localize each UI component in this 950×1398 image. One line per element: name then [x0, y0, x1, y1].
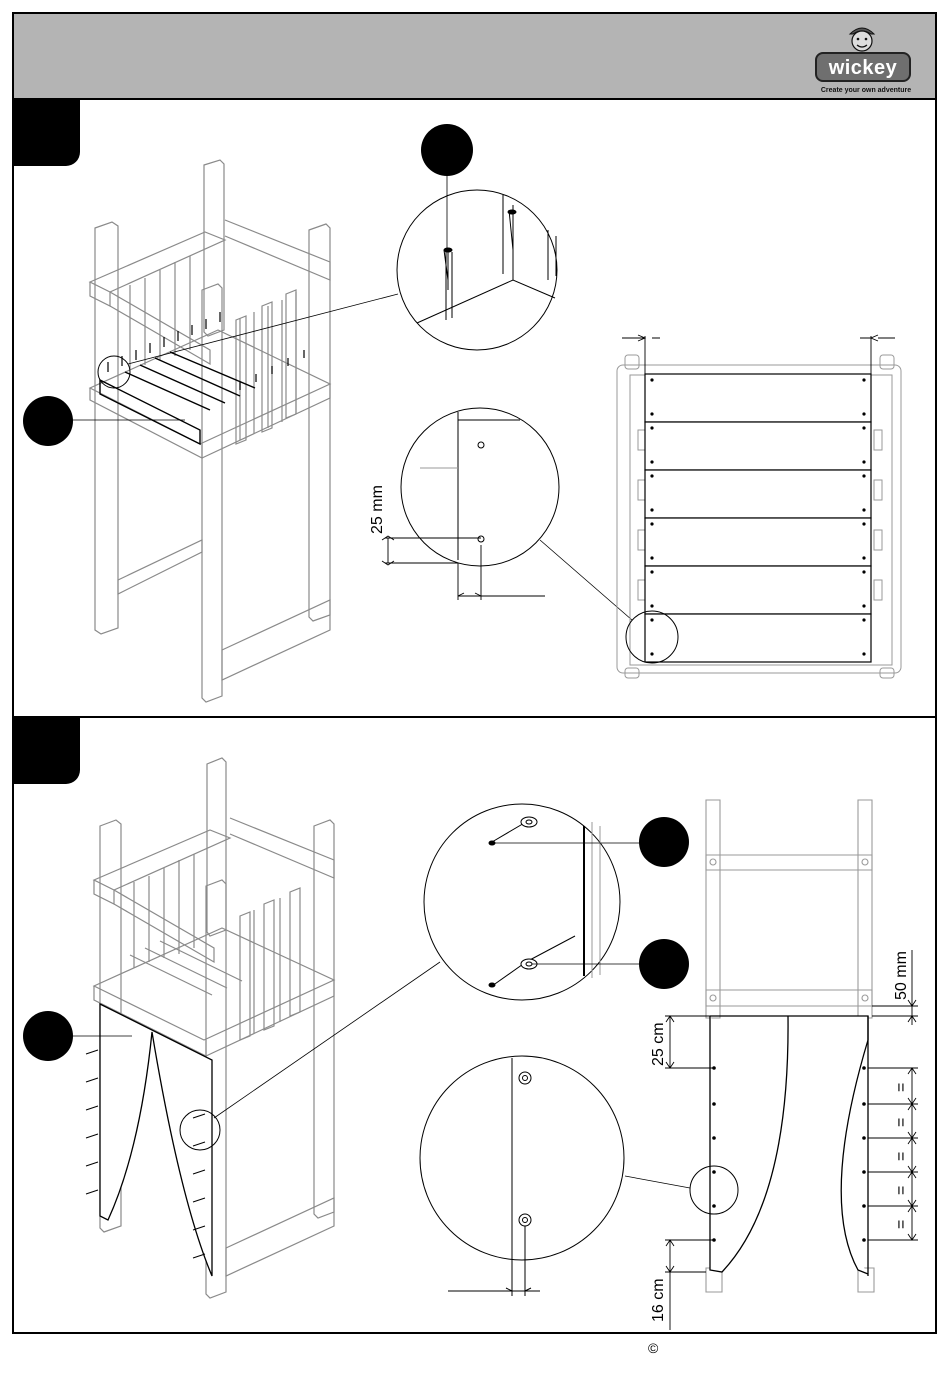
equal-mark: =	[893, 1186, 910, 1195]
copyright-mark: ©	[648, 1340, 658, 1356]
zoom-detail-washers	[424, 804, 620, 1000]
equal-mark: =	[893, 1220, 910, 1229]
side-elevation-panel	[710, 1016, 868, 1276]
equal-mark: =	[893, 1152, 910, 1161]
dimension-16cm: 16 cm	[650, 1278, 667, 1322]
dimension-50mm: 50 mm	[893, 951, 910, 1000]
part-marker-panel	[23, 1011, 73, 1061]
dimension-25cm: 25 cm	[650, 1022, 667, 1066]
equal-mark: =	[893, 1083, 910, 1092]
zoom-detail-side-screws	[420, 1056, 624, 1260]
part-marker-washer-1	[639, 817, 689, 867]
side-panel	[100, 1004, 212, 1276]
part-marker-washer-2	[639, 939, 689, 989]
equal-mark: =	[893, 1118, 910, 1127]
